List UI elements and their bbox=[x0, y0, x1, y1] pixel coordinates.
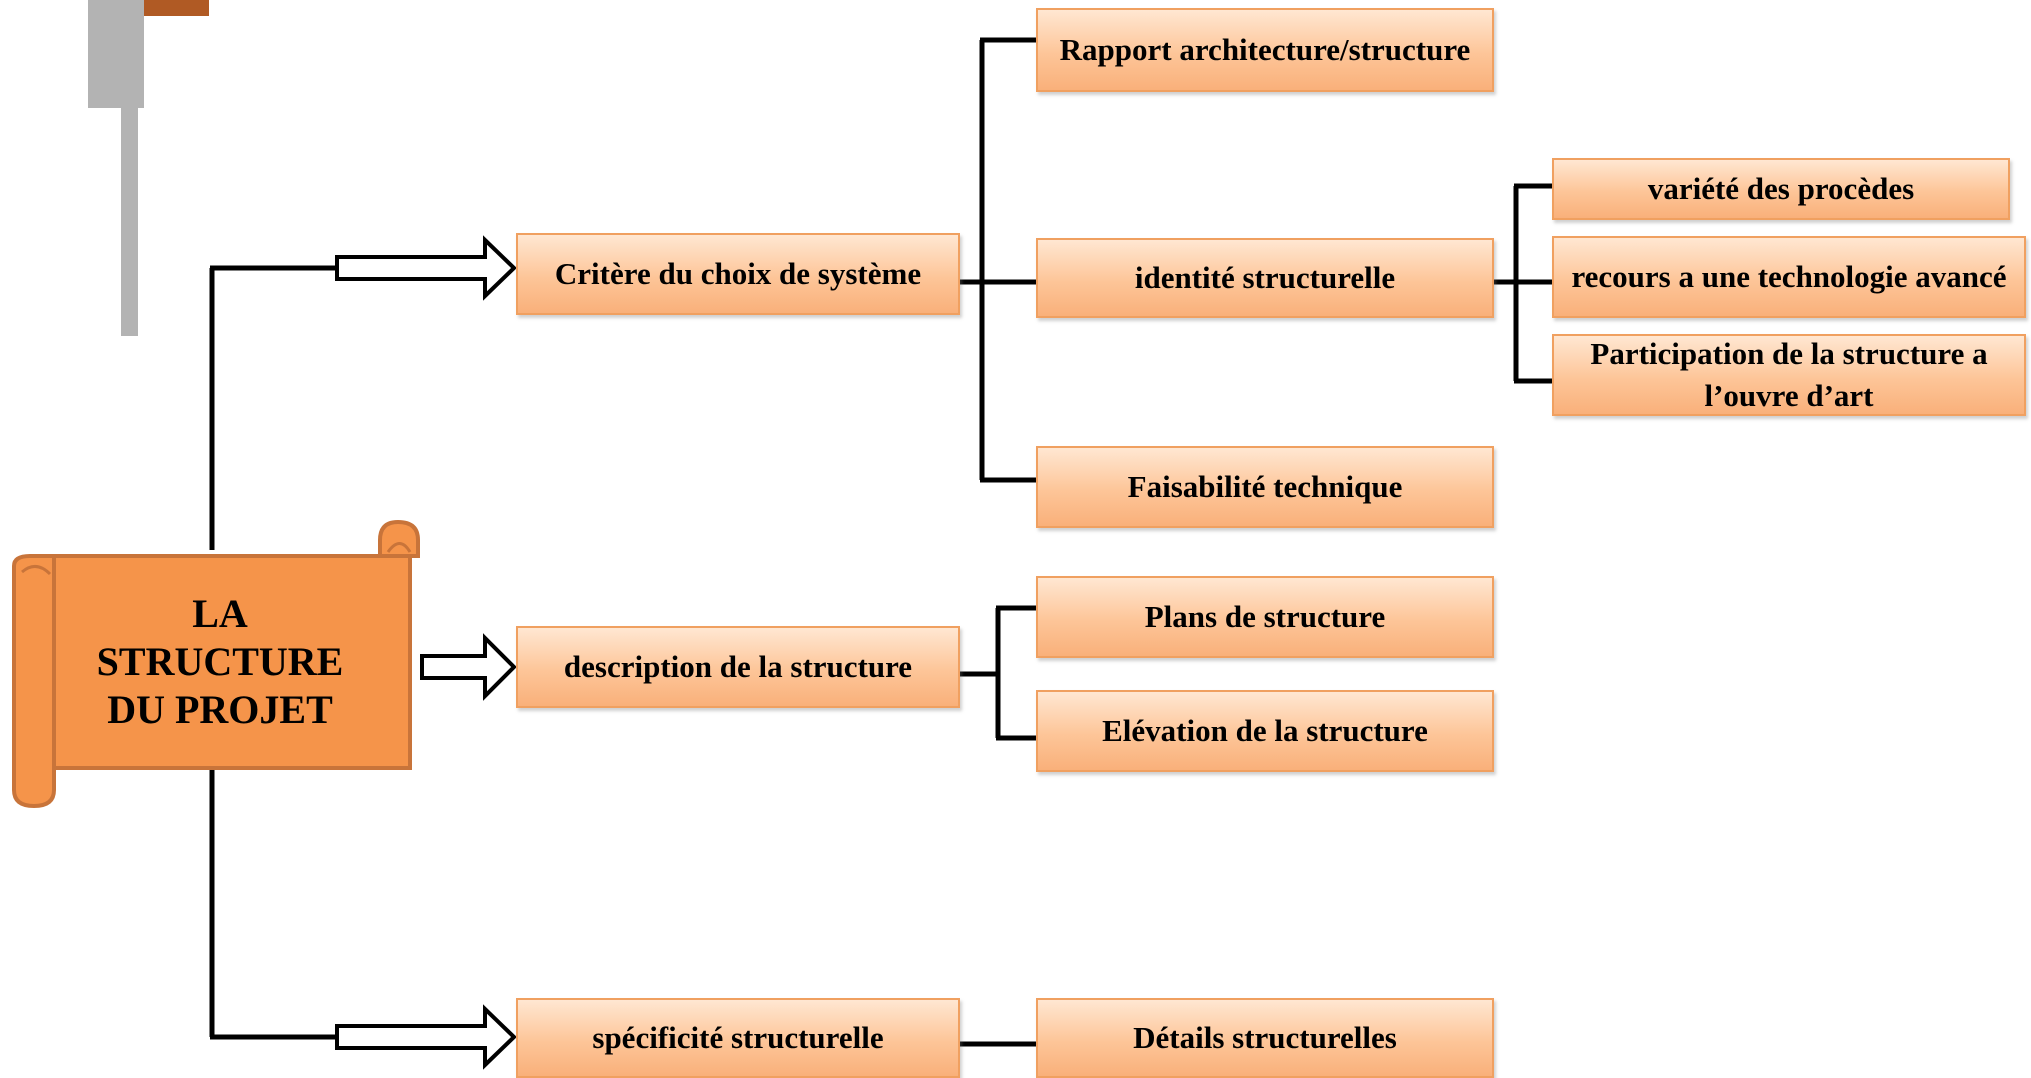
arrow-to-branch2 bbox=[420, 633, 517, 701]
grandchild-node-recours: recours a une technologie avancé bbox=[1552, 236, 2026, 318]
branch-node-critere: Critère du choix de système bbox=[516, 233, 960, 315]
root-title-line: DU PROJET bbox=[107, 687, 333, 732]
child-node-faisabilite: Faisabilité technique bbox=[1036, 446, 1494, 528]
arrow-to-branch1 bbox=[335, 235, 517, 301]
grandchild-node-variete: variété des procèdes bbox=[1552, 158, 2010, 220]
root-title-line: LA bbox=[192, 591, 248, 636]
decorative-pole-body bbox=[88, 0, 144, 108]
child-node-details: Détails structurelles bbox=[1036, 998, 1494, 1078]
decorative-pole-stem bbox=[121, 108, 138, 336]
child-node-identite: identité structurelle bbox=[1036, 238, 1494, 318]
arrow-to-branch3 bbox=[335, 1004, 517, 1070]
child-node-rapport: Rapport architecture/structure bbox=[1036, 8, 1494, 92]
branch-node-specificite: spécificité structurelle bbox=[516, 998, 960, 1078]
grandchild-node-participation: Participation de la structure a l’ouvre … bbox=[1552, 334, 2026, 416]
root-title: LA STRUCTURE DU PROJET bbox=[60, 591, 380, 732]
root-title-line: STRUCTURE bbox=[96, 639, 344, 684]
child-node-plans: Plans de structure bbox=[1036, 576, 1494, 658]
decorative-pole-cap bbox=[133, 0, 209, 16]
child-node-elevation: Elévation de la structure bbox=[1036, 690, 1494, 772]
branch-node-description: description de la structure bbox=[516, 626, 960, 708]
root-scroll bbox=[12, 519, 420, 809]
